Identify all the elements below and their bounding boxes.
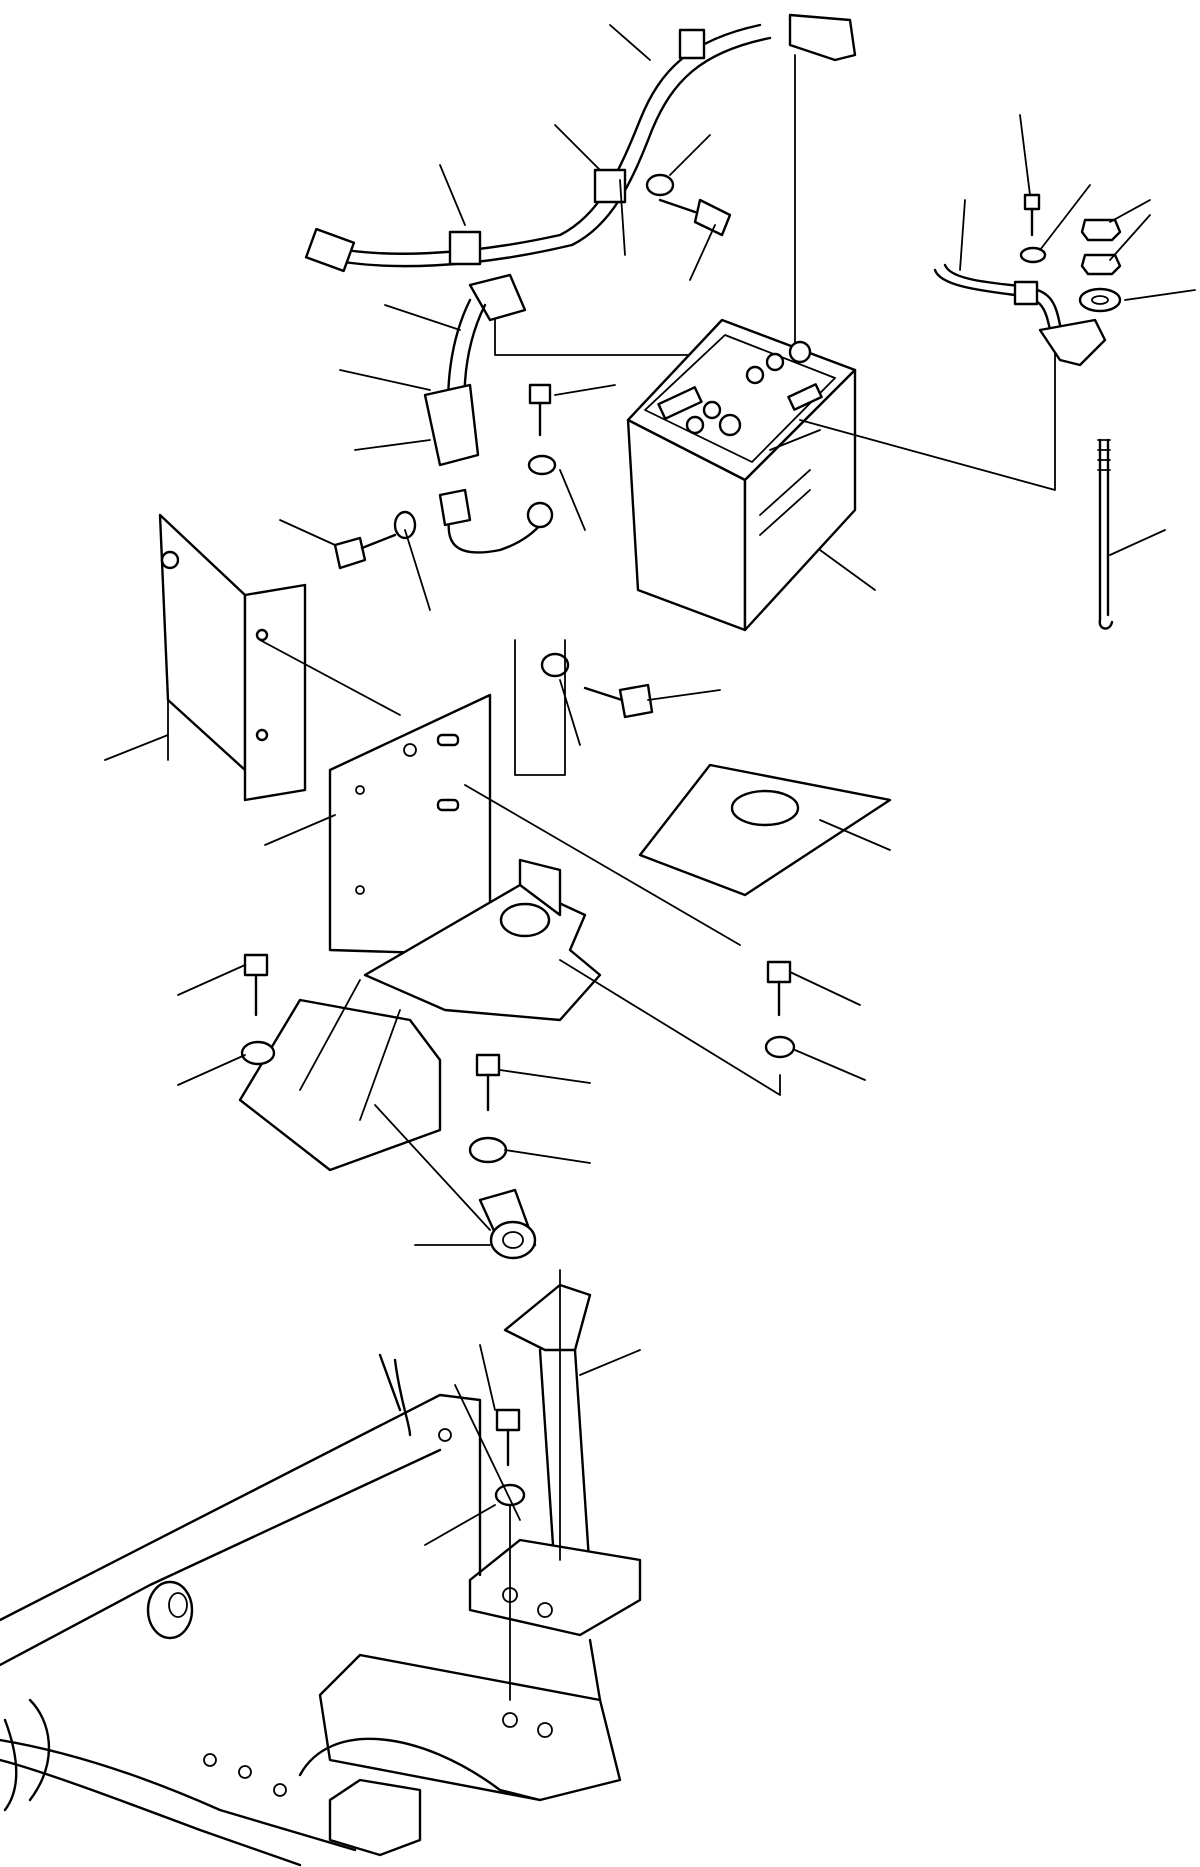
washer bbox=[393, 510, 417, 540]
battery bbox=[626, 318, 857, 632]
washer bbox=[240, 1040, 276, 1066]
hold-down-rod bbox=[1097, 438, 1114, 630]
collar-body bbox=[489, 1220, 537, 1260]
insulator-pad bbox=[638, 763, 892, 897]
hold-down-hardware bbox=[1019, 193, 1122, 313]
bolt-head bbox=[243, 953, 269, 977]
battery-terminal-negative bbox=[718, 413, 742, 437]
washer bbox=[645, 173, 675, 197]
fastener-set-stand bbox=[494, 1408, 526, 1701]
ground-cable-boot bbox=[423, 383, 480, 467]
washer bbox=[764, 1035, 796, 1059]
support-stand bbox=[468, 1269, 642, 1637]
bolt-head bbox=[766, 960, 792, 984]
fastener-set-lower bbox=[240, 953, 796, 1164]
bolt-head bbox=[693, 198, 732, 237]
bolt-head bbox=[333, 536, 367, 570]
washer bbox=[1019, 246, 1047, 264]
bolt-head bbox=[618, 683, 654, 719]
hold-down-bracket bbox=[1038, 318, 1107, 367]
ground-cable-terminal bbox=[468, 273, 527, 322]
bracket-foot bbox=[238, 998, 442, 1172]
battery-cable-harness bbox=[304, 13, 857, 273]
leader-lines bbox=[104, 24, 1196, 1546]
battery-insulator-pad bbox=[638, 763, 892, 897]
washer bbox=[468, 1136, 508, 1164]
hold-down-routing-line bbox=[799, 349, 1056, 491]
washer bbox=[540, 652, 570, 678]
bracket-hole bbox=[499, 902, 551, 938]
ground-cable-eyelet bbox=[438, 488, 472, 527]
bracket-tab bbox=[518, 858, 562, 917]
insulator-pad-hole bbox=[730, 789, 800, 827]
bolt-head bbox=[1023, 193, 1041, 211]
washer bbox=[494, 1483, 526, 1507]
bolt-head bbox=[495, 1408, 521, 1432]
nut-1 bbox=[1080, 218, 1122, 242]
cable-terminal-left bbox=[304, 227, 356, 273]
battery-bracket bbox=[238, 693, 602, 1172]
side-cover-plate bbox=[158, 513, 307, 802]
frame-block bbox=[328, 1778, 422, 1857]
stand-base-plate bbox=[468, 1538, 642, 1637]
battery-terminal-positive bbox=[788, 340, 812, 364]
cable-clip-3 bbox=[678, 28, 706, 60]
cover-panel-right bbox=[243, 583, 307, 802]
collar bbox=[478, 1188, 537, 1260]
frame bbox=[0, 1353, 622, 1867]
bolt-head bbox=[475, 1053, 501, 1077]
nut-2 bbox=[1080, 253, 1122, 276]
bolt-head bbox=[528, 383, 552, 405]
hold-down-clamp bbox=[933, 263, 1107, 367]
cable-terminal-right bbox=[788, 13, 857, 62]
fastener-set-upper bbox=[333, 173, 732, 719]
washer-large bbox=[1078, 287, 1122, 313]
cable-clip-1 bbox=[448, 230, 482, 266]
ground-cable bbox=[423, 273, 554, 554]
washer bbox=[527, 454, 557, 476]
stand-top-plate bbox=[503, 1283, 592, 1352]
